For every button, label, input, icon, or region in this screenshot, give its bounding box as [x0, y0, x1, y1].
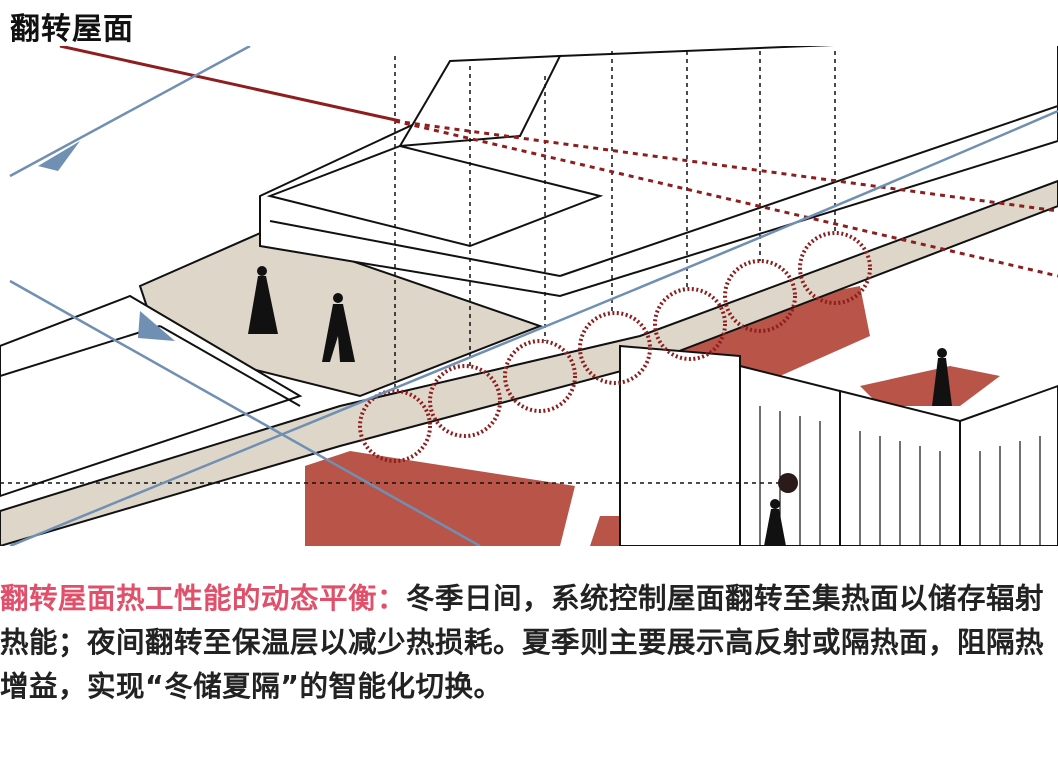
person-icon: [764, 499, 786, 546]
red-solid-ray: [59, 46, 401, 123]
person-icon: [322, 293, 355, 362]
sun-arrow-icon: [38, 141, 175, 341]
page-title: 翻转屋面: [10, 12, 134, 47]
caption-body: 冬季日间，系统控制屋面翻转至集热面以储存辐射热能；夜间翻转至保温层以减少热损耗。…: [0, 582, 1045, 703]
sun-marker-icon: [778, 473, 798, 493]
person-icon: [932, 348, 952, 406]
lower-right-walls: [619, 344, 1058, 546]
vertical-dashed-lines: [0, 51, 836, 484]
red-dashed-rays: [394, 119, 1058, 278]
left-building: [0, 294, 303, 498]
sun-path-lines: [9, 46, 1058, 546]
architectural-axonometric-diagram: [0, 46, 1058, 546]
caption-paragraph: 翻转屋面热工性能的动态平衡：冬季日间，系统控制屋面翻转至集热面以储存辐射热能；夜…: [0, 577, 1056, 709]
heat-circles: [358, 231, 872, 463]
upper-building: [259, 46, 1058, 298]
caption-highlight: 翻转屋面热工性能的动态平衡：: [0, 582, 407, 615]
person-icon: [248, 266, 278, 334]
person-silhouettes: [248, 266, 952, 546]
